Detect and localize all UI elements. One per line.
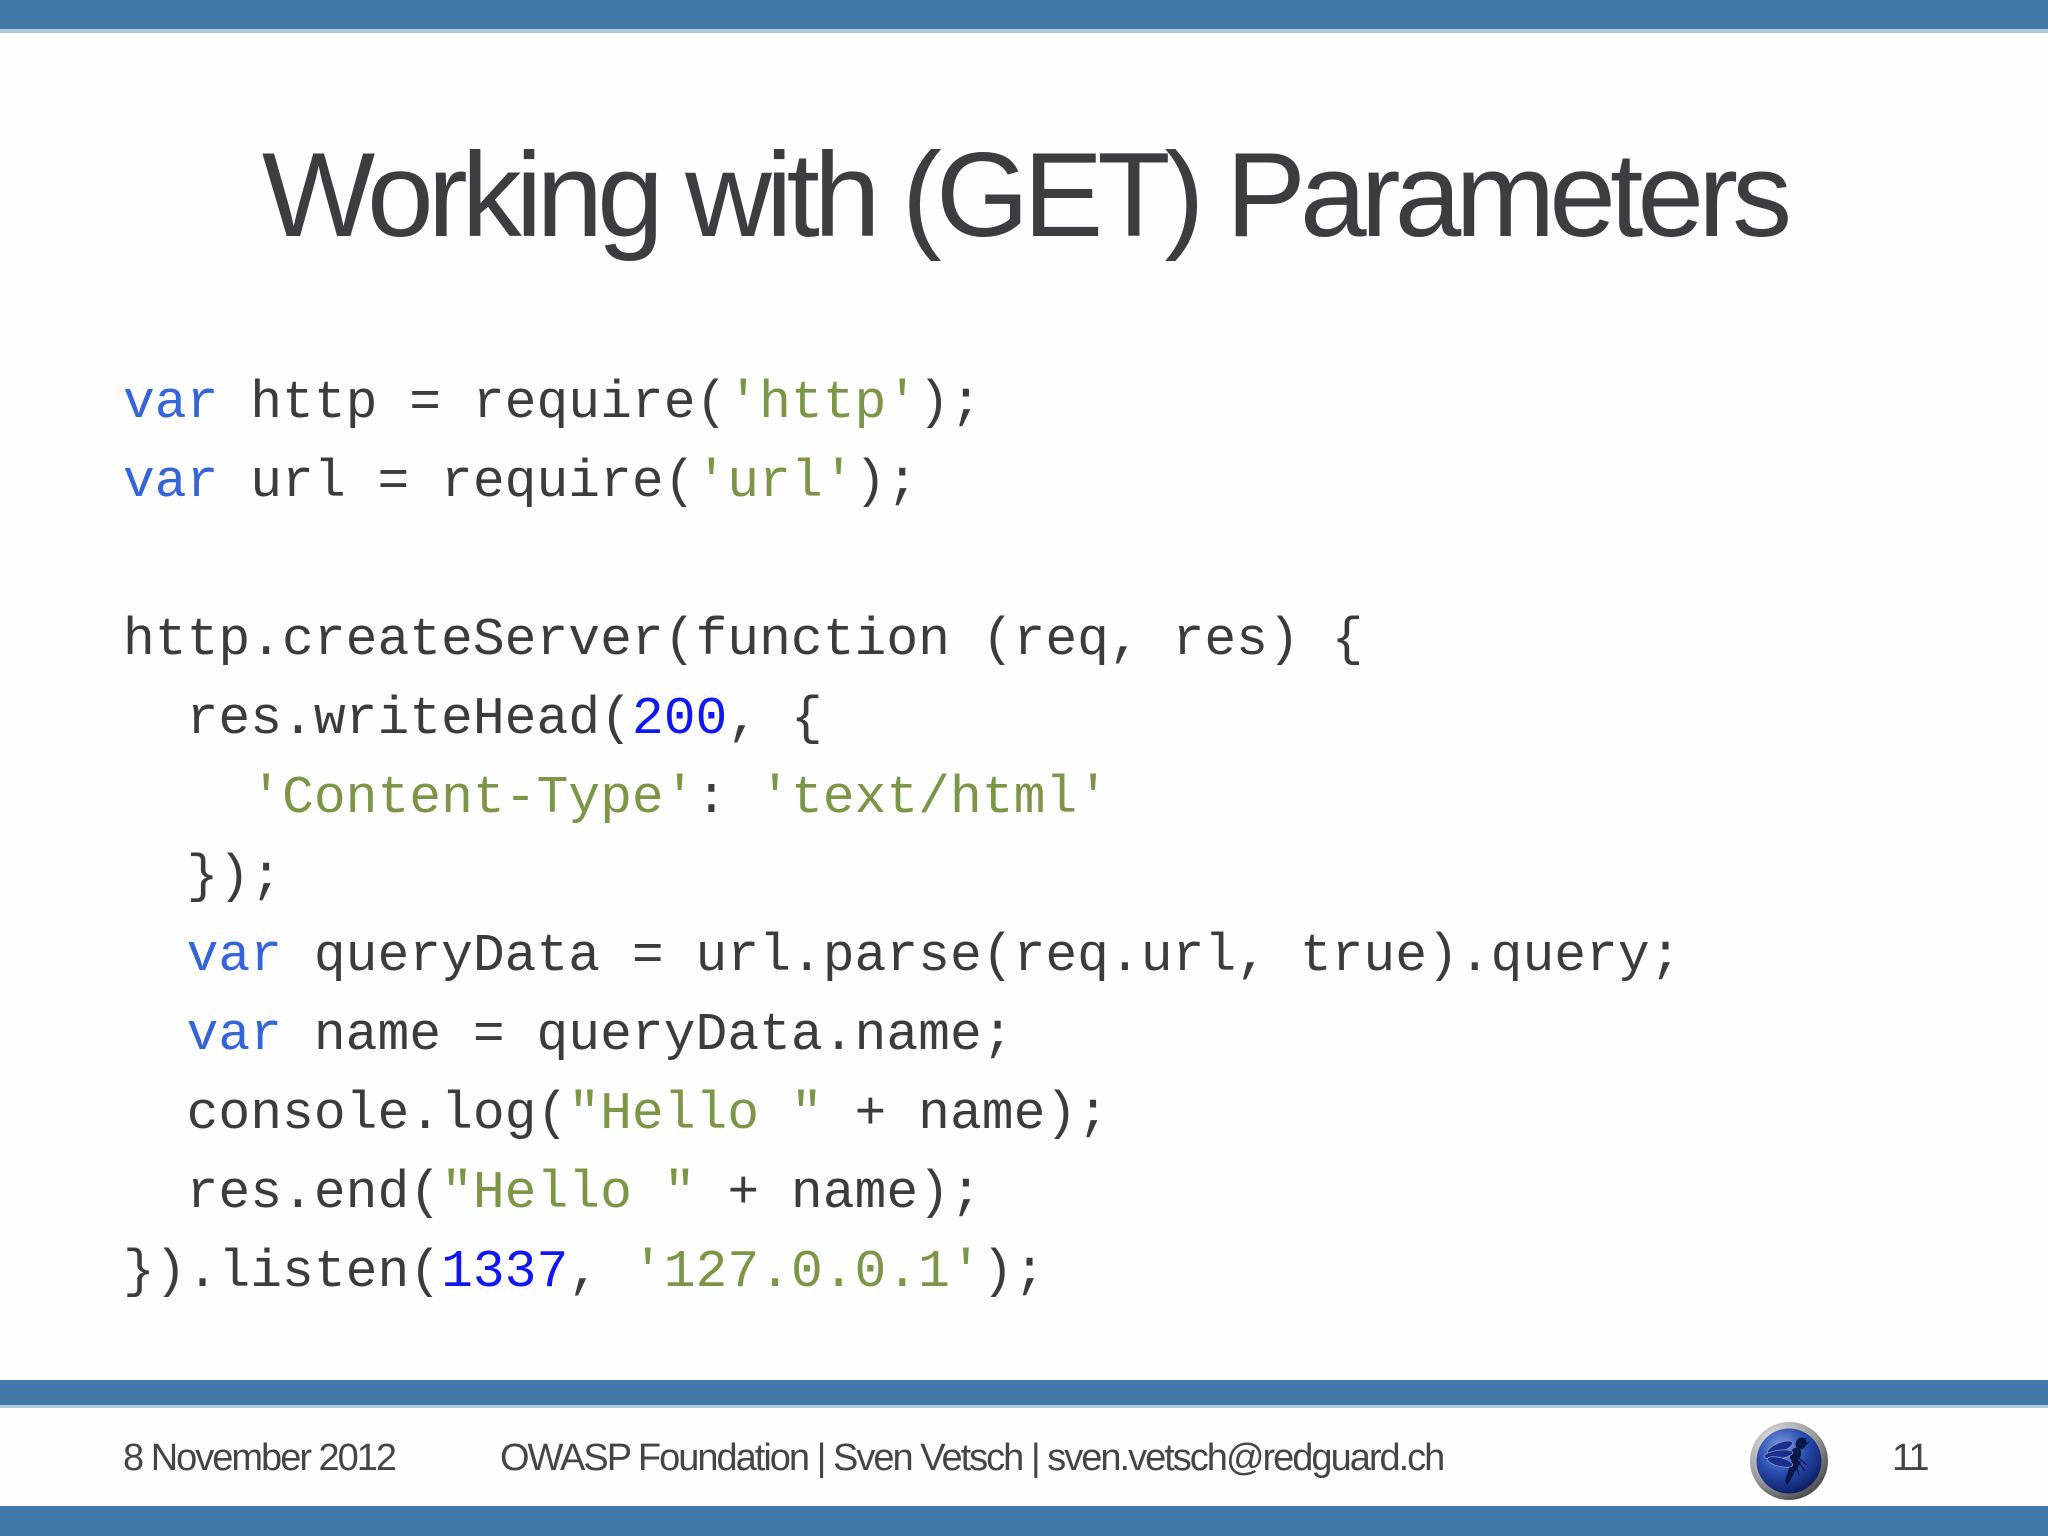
code-token: [123, 768, 250, 828]
footer-credit: OWASP Foundation | Sven Vetsch | sven.ve…: [500, 1437, 1445, 1479]
code-line: var queryData = url.parse(req.url, true)…: [123, 917, 1682, 996]
code-token: + name);: [822, 1084, 1109, 1144]
code-token: + name);: [695, 1163, 982, 1223]
code-line: [123, 522, 1681, 601]
code-line: 'Content-Type': 'text/html': [123, 759, 1681, 838]
slide-bottom-accent-bar: [0, 1506, 2048, 1536]
code-token: name = queryData.name;: [282, 1005, 1014, 1065]
code-token: var: [186, 1005, 283, 1065]
code-line: var name = queryData.name;: [123, 996, 1681, 1075]
code-token: ,: [568, 1242, 632, 1302]
code-token: var: [123, 373, 219, 433]
code-token: console.log(: [123, 1084, 569, 1144]
code-token: [123, 1005, 187, 1065]
code-token: var: [123, 452, 219, 512]
code-token: var: [186, 926, 283, 986]
code-token: res.writeHead(: [123, 689, 632, 749]
code-token: 'url': [695, 452, 855, 512]
footer-accent-bar: [0, 1380, 2048, 1408]
code-token: "Hello ": [568, 1084, 823, 1144]
code-line: var http = require('http');: [123, 364, 1681, 443]
code-token: url = require(: [218, 452, 696, 512]
code-line: });: [123, 838, 1681, 917]
code-token: queryData = url.parse(req.url, true).que…: [282, 926, 1682, 986]
code-token: 'text/html': [759, 768, 1109, 828]
code-line: }).listen(1337, '127.0.0.1');: [123, 1233, 1681, 1312]
code-token: [123, 926, 187, 986]
footer-date: 8 November 2012: [123, 1437, 397, 1479]
code-token: 1337: [441, 1242, 569, 1302]
code-token: );: [981, 1242, 1046, 1302]
code-token: '127.0.0.1': [631, 1242, 982, 1302]
code-token: }).listen(: [123, 1242, 442, 1302]
code-line: var url = require('url');: [123, 443, 1681, 522]
slide-page-number: 11: [1892, 1437, 1929, 1479]
code-token: 'http': [727, 373, 919, 433]
owasp-wasp-logo-icon: [1750, 1422, 1828, 1500]
code-block: var http = require('http');var url = req…: [123, 364, 1681, 1312]
code-token: , {: [727, 689, 823, 749]
code-token: );: [854, 452, 919, 512]
code-token: 'Content-Type': [250, 768, 696, 828]
code-token: });: [123, 847, 283, 907]
slide-top-accent-bar: [0, 0, 2048, 33]
code-token: :: [695, 768, 760, 828]
code-token: res.end(: [123, 1163, 442, 1223]
slide-title: Working with (GET) Parameters: [261, 128, 1792, 262]
code-token: http.createServer(function (req, res) {: [123, 610, 1364, 670]
code-token: http = require(: [218, 373, 728, 433]
code-line: http.createServer(function (req, res) {: [123, 601, 1681, 680]
code-line: res.end("Hello " + name);: [123, 1154, 1681, 1233]
code-token: 200: [631, 689, 728, 749]
code-token: "Hello ": [441, 1163, 696, 1223]
code-line: console.log("Hello " + name);: [123, 1075, 1681, 1154]
code-token: );: [918, 373, 982, 433]
code-line: res.writeHead(200, {: [123, 680, 1681, 759]
